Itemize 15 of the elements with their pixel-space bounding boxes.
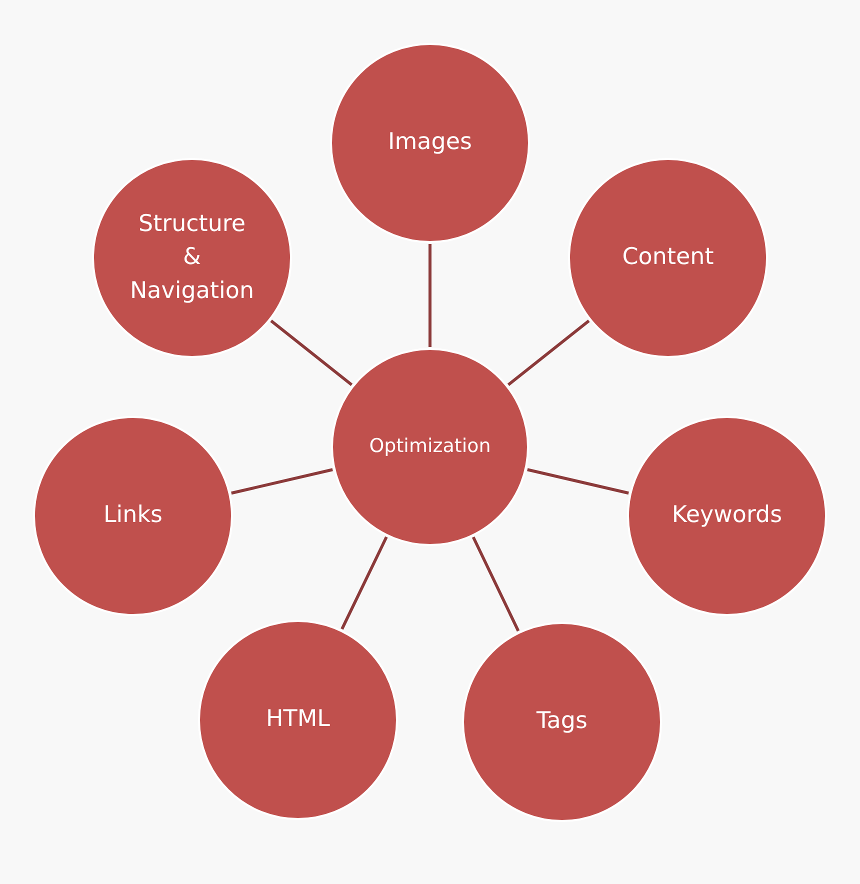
node-label: HTML bbox=[266, 705, 330, 734]
node-label: Content bbox=[622, 243, 714, 272]
connector-line bbox=[472, 536, 520, 632]
connector-line bbox=[507, 320, 590, 386]
node-label: Tags bbox=[536, 707, 588, 736]
connector-line bbox=[527, 468, 629, 495]
connector-line bbox=[270, 320, 353, 386]
node-label: Images bbox=[388, 128, 472, 158]
node-label: Optimization bbox=[369, 434, 491, 460]
connector-line bbox=[340, 536, 388, 630]
connector-line bbox=[231, 468, 333, 495]
connector-line bbox=[428, 244, 432, 347]
node-label: Structure & Navigation bbox=[128, 210, 256, 306]
node-label: Keywords bbox=[672, 501, 782, 530]
node-label: Links bbox=[103, 501, 163, 530]
